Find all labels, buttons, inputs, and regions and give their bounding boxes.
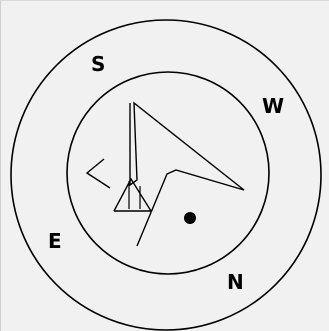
label-south: S bbox=[91, 52, 105, 76]
center-dot bbox=[184, 212, 196, 224]
label-north: N bbox=[227, 270, 244, 294]
chevron-mark bbox=[87, 159, 110, 188]
pointer-arrow bbox=[130, 103, 244, 246]
label-west: W bbox=[262, 94, 284, 118]
label-east: E bbox=[48, 229, 62, 253]
